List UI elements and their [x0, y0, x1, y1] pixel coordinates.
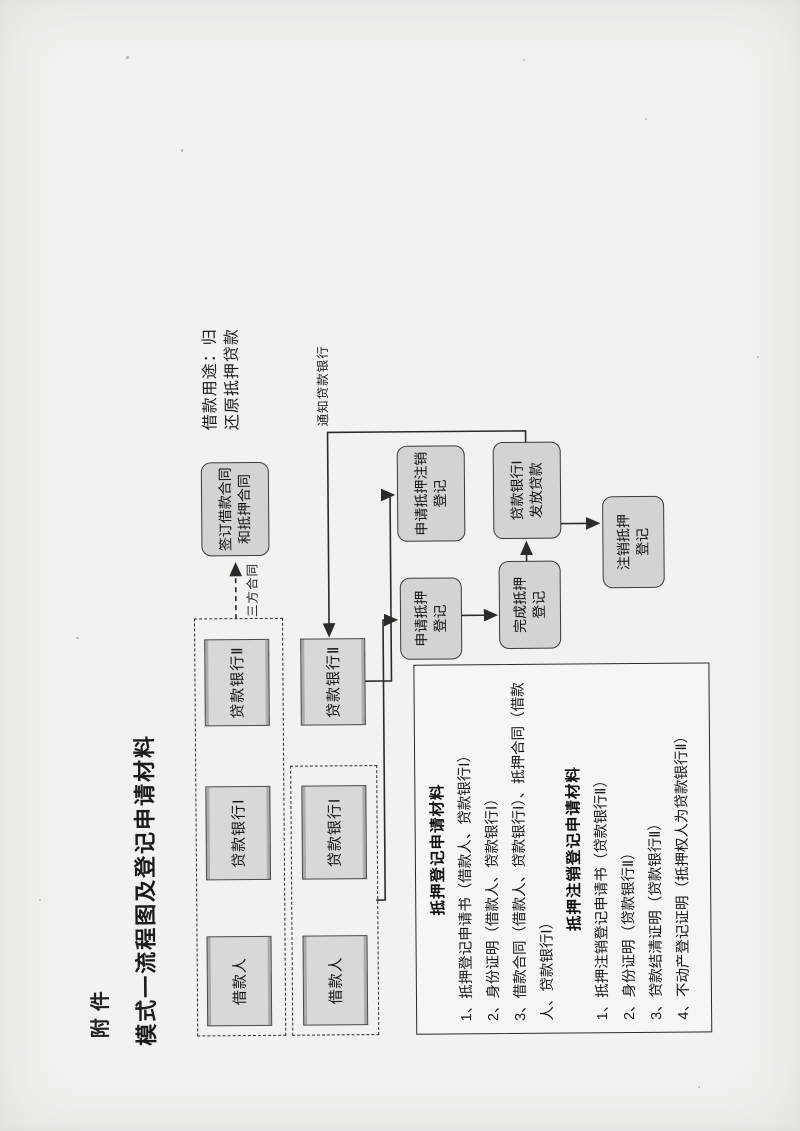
notify-bank2-arrow	[322, 430, 527, 638]
step-apply-mortgage-registration: 申请抵押 登记	[399, 577, 463, 660]
scan-speck	[39, 899, 41, 901]
materials-item: 2、身份证明（贷款银行Ⅱ）	[620, 845, 639, 1021]
materials-item: 2、身份证明（借款人、贷款银行Ⅰ）	[484, 791, 503, 1022]
notify-bank-label: 通知贷款银行	[315, 345, 331, 427]
group2-to-apply-mortgage-arrow	[376, 613, 399, 901]
materials-item: 3、贷款结清证明（贷款银行Ⅱ）	[647, 816, 666, 1020]
step-complete-mortgage-registration: 完成抵押 登记	[498, 560, 562, 650]
entity-bank1-row1: 贷款银行Ⅰ	[205, 785, 272, 881]
entity-borrower-row2: 借款人	[302, 935, 369, 1026]
three-party-contract-label: 三方合同	[245, 562, 260, 618]
materials-heading-1: 抵押登记申请材料	[429, 783, 448, 916]
materials-item: 1、抵押注销登记申请书（贷款银行Ⅱ）	[593, 773, 612, 1021]
entity-bank2-row1: 贷款银行Ⅱ	[204, 638, 270, 727]
scan-speck	[698, 1086, 700, 1088]
entity-borrower-row1: 借款人	[206, 935, 273, 1027]
entity-bank1-row2: 贷款银行Ⅰ	[301, 785, 368, 880]
scan-speck	[76, 637, 79, 639]
scan-speck	[126, 56, 129, 59]
bank2-to-apply-cancel-arrow	[363, 488, 396, 682]
scan-speck	[181, 149, 183, 152]
materials-heading-2: 抵押注销登记申请材料	[565, 765, 584, 932]
materials-item: 1、抵押登记申请书（借款人、贷款银行Ⅰ）	[457, 747, 476, 1022]
materials-item: 4、不动产登记证明（抵押权人为贷款银行Ⅱ）	[673, 728, 693, 1020]
scan-speck	[645, 118, 647, 120]
step-bank1-issues-loan: 贷款银行Ⅰ 发放贷款	[492, 441, 562, 540]
scan-speck	[523, 59, 525, 61]
scan-speck	[757, 356, 759, 358]
step-apply-cancel-registration: 申请抵押注销 登记	[396, 445, 466, 542]
entity-bank2-row2: 贷款银行Ⅱ	[300, 638, 366, 726]
materials-list-box: 抵押登记申请材料 1、抵押登记申请书（借款人、贷款银行Ⅰ） 2、身份证明（借款人…	[413, 662, 713, 1035]
materials-item: 3、借款合同（借款人、贷款银行Ⅰ）、抵押合同（借款人、贷款银行Ⅰ）	[510, 682, 557, 1021]
step-cancel-registration-done: 注销抵押 登记	[602, 495, 665, 589]
step-sign-contracts: 签订借款合同 和抵押合同	[200, 461, 270, 557]
loan-purpose-note: 借款用途：归 还原抵押贷款	[201, 328, 242, 431]
